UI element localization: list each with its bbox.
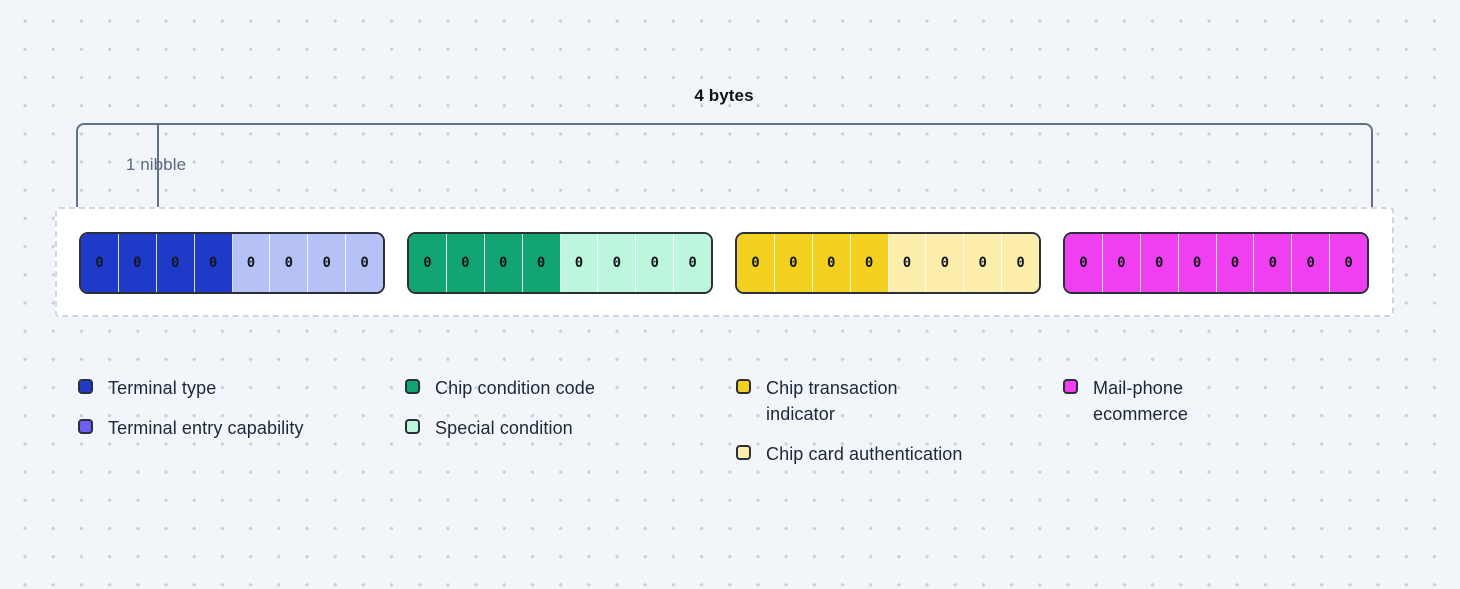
bit-cell: 0 <box>346 234 383 292</box>
legend-swatch-icon <box>736 379 751 394</box>
bit-cell: 0 <box>674 234 711 292</box>
legend-item-label: Terminal entry capability <box>108 418 304 438</box>
bit-cell: 0 <box>1254 234 1293 292</box>
bit-cell: 0 <box>1292 234 1331 292</box>
bit-cell: 0 <box>598 234 637 292</box>
legend-swatch-icon <box>78 379 93 394</box>
legend-swatch-icon <box>736 445 751 460</box>
legend-swatch-icon <box>405 379 420 394</box>
bit-cell: 0 <box>1140 234 1179 292</box>
bit-cell: 0 <box>118 234 157 292</box>
bit-cell: 0 <box>850 234 889 292</box>
bit-cell: 0 <box>270 234 309 292</box>
bit-cell: 0 <box>1330 234 1367 292</box>
bit-cell: 0 <box>1216 234 1255 292</box>
bit-cell: 0 <box>1002 234 1039 292</box>
bit-cell: 0 <box>156 234 195 292</box>
bit-cell: 0 <box>194 234 233 292</box>
legend-item: Mail-phone ecommerce <box>1063 375 1373 427</box>
legend-item: Terminal entry capability <box>78 415 378 441</box>
legend-swatch-icon <box>405 419 420 434</box>
bit-cell: 0 <box>774 234 813 292</box>
bit-cell: 0 <box>484 234 523 292</box>
legend-item-label: Terminal type <box>108 378 217 398</box>
bit-cell: 0 <box>308 234 347 292</box>
legend-swatch-icon <box>1063 379 1078 394</box>
bit-cell: 0 <box>409 234 447 292</box>
legend-item-label: Chip condition code <box>435 378 596 398</box>
bit-cell: 0 <box>926 234 965 292</box>
bit-cell: 0 <box>81 234 119 292</box>
legend-item: Chip condition code <box>405 375 715 401</box>
bit-cell: 0 <box>1102 234 1141 292</box>
bit-cell: 0 <box>812 234 851 292</box>
bit-cell: 0 <box>737 234 775 292</box>
legend-swatch-icon <box>78 419 93 434</box>
bit-cell: 0 <box>964 234 1003 292</box>
bit-cell: 0 <box>1178 234 1217 292</box>
nibble-label: 1 nibble <box>125 155 187 174</box>
bit-cell: 0 <box>446 234 485 292</box>
bit-cell: 0 <box>636 234 675 292</box>
legend-item: Special condition <box>405 415 715 441</box>
bit-cell: 0 <box>560 234 599 292</box>
four-bytes-bracket <box>76 123 1373 209</box>
legend-item-label: Chip transaction indicator <box>766 378 898 424</box>
legend-item-label: Chip card authentication <box>766 444 963 464</box>
bit-cell: 0 <box>232 234 271 292</box>
legend-item-label: Special condition <box>435 418 573 438</box>
bit-cell: 0 <box>522 234 561 292</box>
legend-item-label: Mail-phone ecommerce <box>1093 378 1188 424</box>
bit-cell: 0 <box>1065 234 1103 292</box>
legend-item: Chip card authentication <box>736 441 1036 467</box>
nibble-bracket-divider <box>157 125 159 209</box>
legend-item: Terminal type <box>78 375 378 401</box>
legend-item: Chip transaction indicator <box>736 375 1036 427</box>
legend-column-4: Mail-phone ecommerce <box>1063 375 1373 441</box>
diagram-title: 4 bytes <box>0 86 1460 106</box>
diagram-title-text: 4 bytes <box>694 86 754 105</box>
bit-cell: 0 <box>888 234 927 292</box>
